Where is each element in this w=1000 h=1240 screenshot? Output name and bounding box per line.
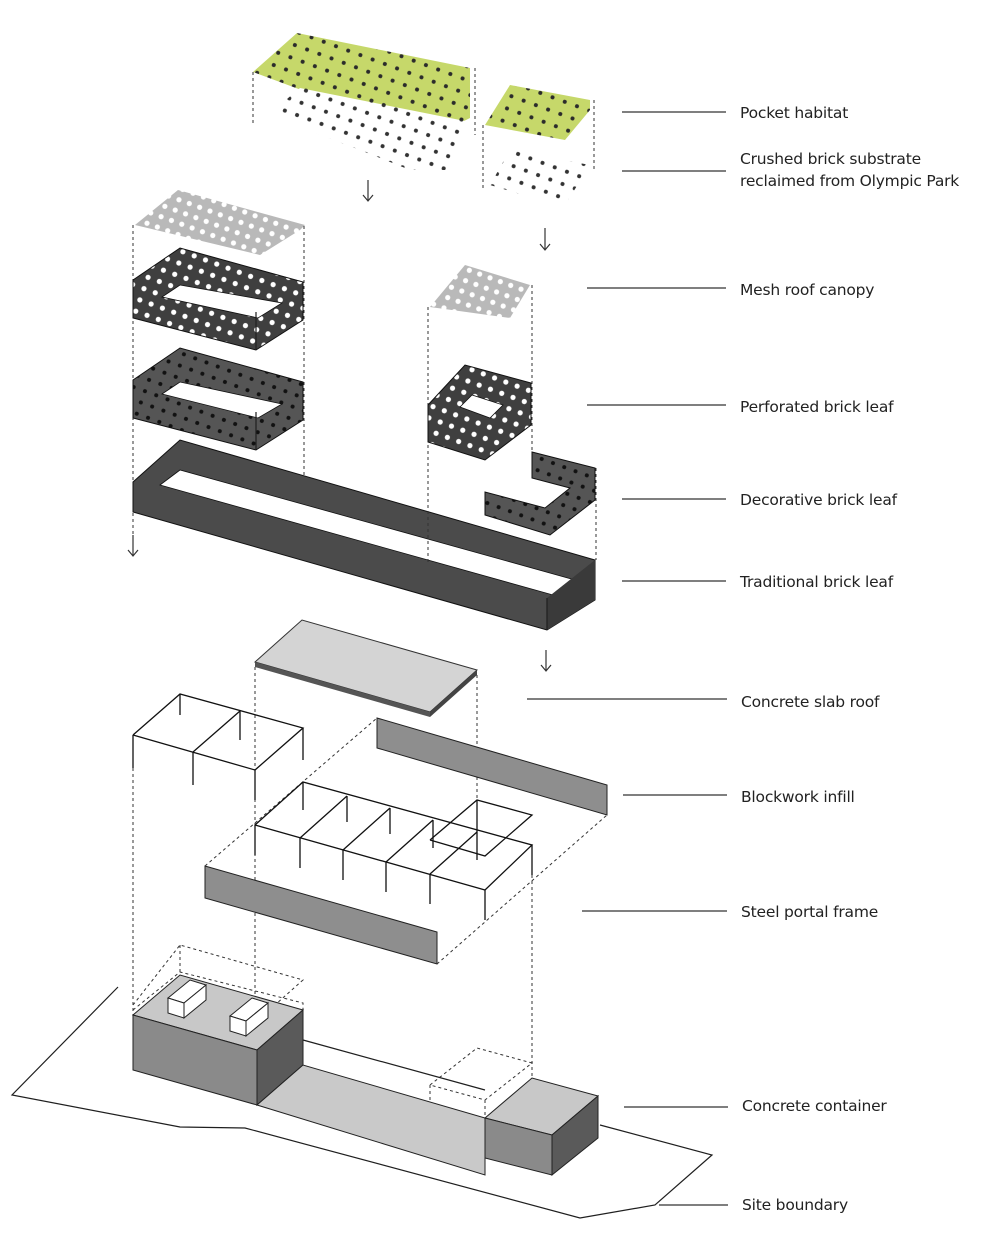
concrete-slab-roof [253,619,479,717]
leader-lines [527,111,728,1206]
substrate-plane-small [490,150,590,205]
blockwork-infill-back [376,717,608,816]
down-arrow-2 [539,228,551,251]
steel-portal-frame-left [132,693,305,800]
concrete-container-left-block [131,974,305,1107]
label-crushed-brick-line2: reclaimed from Olympic Park [740,172,959,190]
habitat-green-plane-small [485,85,590,140]
steel-portal-frame-main [254,781,534,920]
label-perforated-brick-leaf: Perforated brick leaf [740,398,894,416]
label-blockwork-infill: Blockwork infill [741,788,855,806]
substrate-plane-large [268,88,470,170]
site-boundary-outline [10,986,714,1219]
concrete-container-right-block [483,1077,600,1177]
label-crushed-brick-line1: Crushed brick substrate [740,150,921,168]
mesh-roof-canopy-left [135,190,305,255]
down-arrow-4 [540,650,552,672]
label-mesh-roof-canopy: Mesh roof canopy [740,281,874,299]
label-concrete-container: Concrete container [742,1097,887,1115]
decorative-brick-leaf-right [484,451,596,536]
label-decorative-brick-leaf: Decorative brick leaf [740,491,898,509]
pocket-habitat-large [252,33,476,170]
perforated-brick-leaf-right [427,364,532,461]
down-arrow-1 [362,180,374,202]
label-pocket-habitat: Pocket habitat [740,104,848,122]
pocket-habitat-small [482,85,595,205]
label-traditional-brick-leaf: Traditional brick leaf [739,573,894,591]
decorative-brick-leaf-left [132,347,304,451]
mesh-roof-canopy-right [430,265,530,318]
label-concrete-slab-roof: Concrete slab roof [741,693,880,711]
down-arrow-3 [127,535,139,557]
label-steel-portal-frame: Steel portal frame [741,903,878,921]
blockwork-infill-front [204,865,438,965]
traditional-brick-leaf [132,439,596,631]
labels: Pocket habitat Crushed brick substrate r… [739,104,959,1214]
perforated-brick-leaf-left [132,247,304,351]
label-site-boundary: Site boundary [742,1196,848,1214]
